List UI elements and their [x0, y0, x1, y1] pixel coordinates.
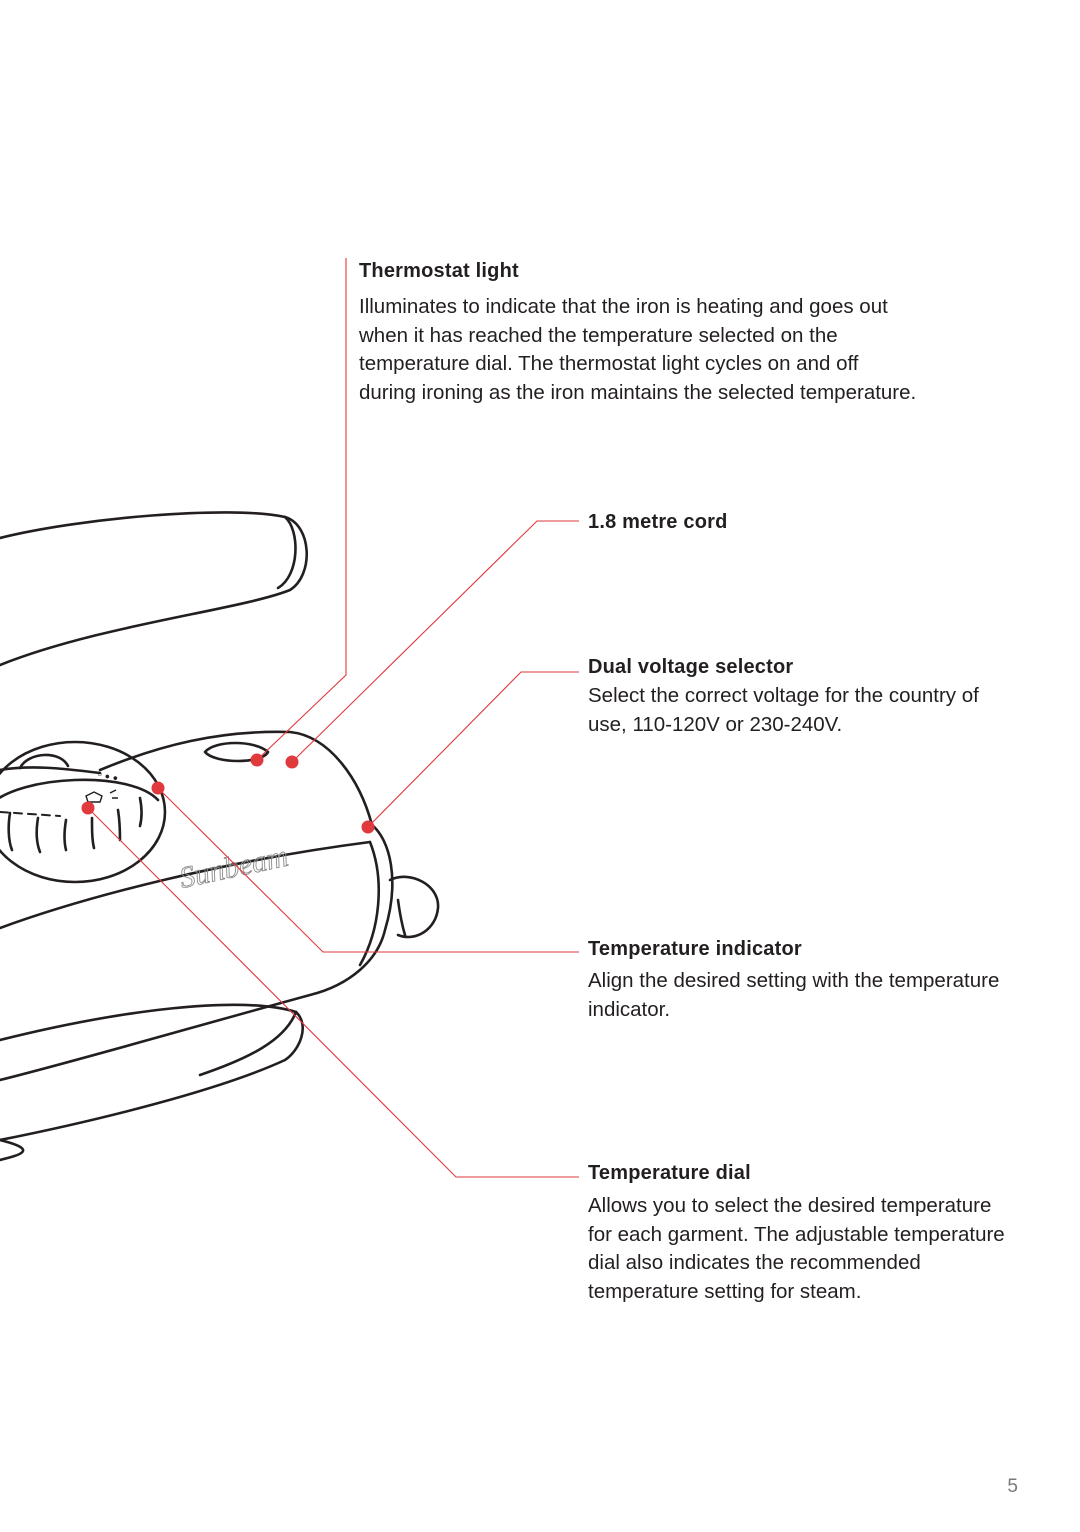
leader-thermostat-light [256, 258, 347, 761]
callout-thermostat-light: Thermostat light Illuminates to indicate… [359, 258, 919, 407]
leader-temperature-indicator [157, 787, 579, 953]
temperature-dial-outline [0, 740, 167, 884]
body-rear-outline [0, 823, 394, 1082]
dot-dual-voltage [361, 820, 375, 834]
callout-temperature-dial: Temperature dial Allows you to select th… [588, 1160, 1008, 1306]
handle-outline [0, 511, 309, 667]
callout-dots [81, 753, 375, 834]
dual-voltage-description: Select the correct voltage for the count… [588, 684, 979, 736]
leader-lines [87, 258, 579, 1178]
dial-ridge-6 [138, 796, 143, 828]
callout-cord: 1.8 metre cord [588, 509, 988, 535]
callout-dual-voltage-selector: Dual voltage selector Select the correct… [588, 654, 988, 739]
temperature-indicator-description: Align the desired setting with the tempe… [588, 969, 1000, 1021]
dot-temperature-dial [81, 801, 95, 815]
leader-temperature-dial [87, 807, 579, 1178]
dial-ridge-3 [63, 818, 68, 852]
temperature-dial-rim [0, 778, 160, 802]
dial-left-edge [0, 766, 102, 775]
leader-cord [291, 520, 579, 763]
page-number: 5 [1007, 1476, 1018, 1497]
temperature-dial-title: Temperature dial [588, 1162, 751, 1184]
brand-logo: Sunbeam [177, 840, 291, 895]
dot-cord [285, 755, 299, 769]
cord-guard-outline [388, 875, 440, 939]
soleplate-bottom [0, 1138, 25, 1162]
dual-voltage-title: Dual voltage selector [588, 656, 794, 678]
body-side-contour [0, 840, 372, 930]
body-inner-contour [358, 840, 380, 967]
temperature-indicator-title: Temperature indicator [588, 938, 802, 960]
soleplate-edge [198, 1010, 298, 1077]
iron-outline [0, 511, 440, 1162]
callout-temperature-indicator: Temperature indicator Align the desired … [588, 936, 1008, 1024]
handle-inner-curve [276, 515, 297, 590]
steam-symbol-icon [85, 789, 118, 803]
temperature-dial-description: Allows you to select the desired tempera… [588, 1194, 1005, 1303]
dot-thermostat-light [250, 753, 264, 767]
thermostat-window [203, 741, 270, 763]
thermostat-light-description: Illuminates to indicate that the iron is… [359, 295, 917, 404]
soleplate-top [0, 1003, 304, 1142]
cord-guard-inner [396, 898, 407, 937]
dial-ridge-4 [90, 816, 96, 850]
dot-temperature-indicator [151, 781, 165, 795]
dial-dash-mark [0, 811, 61, 817]
body-top-outline [98, 730, 374, 827]
leader-dual-voltage [367, 671, 579, 828]
dial-ridge-5 [116, 808, 122, 842]
thermostat-light-title: Thermostat light [359, 260, 519, 282]
dial-ridge-2 [35, 816, 42, 854]
dial-top-knob [18, 753, 70, 770]
cord-title: 1.8 metre cord [588, 511, 728, 533]
dial-mark-icon: ◦∙∙ [94, 767, 121, 787]
dial-ridge-1 [7, 811, 14, 852]
